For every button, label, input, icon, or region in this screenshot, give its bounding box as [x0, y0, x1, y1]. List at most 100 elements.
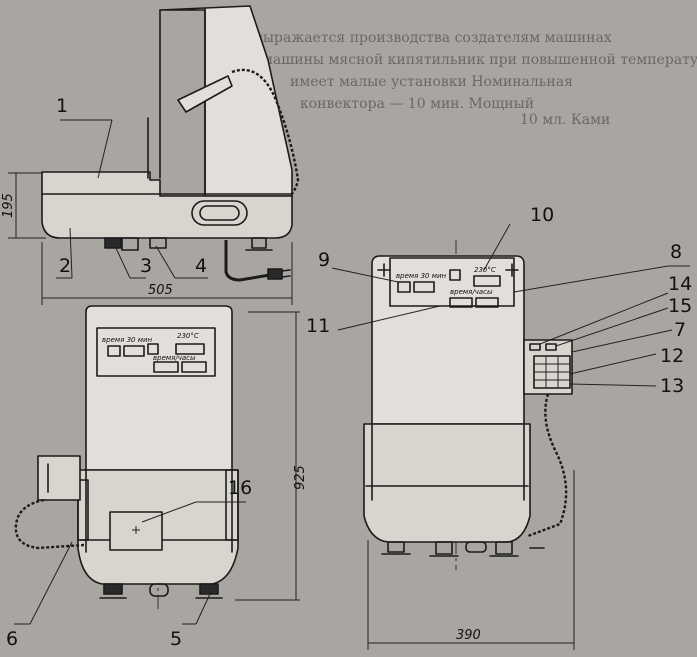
lower-body: [41, 171, 293, 239]
panel-label: время/часы: [450, 288, 493, 296]
background-text-line: конвектора — 10 мин. Мощный: [300, 96, 534, 112]
callout-3: 3: [140, 255, 152, 277]
leader-line: [555, 307, 669, 347]
side-view: 195 505: [1, 5, 300, 305]
background-text-line: выражается производства создателям машин…: [255, 30, 612, 46]
panel-button: [473, 275, 501, 287]
panel-button: [147, 343, 159, 355]
background-text-line: 10 мл. Ками: [520, 112, 610, 128]
panel-label: 230°С: [474, 266, 496, 274]
panel-label: 230°С: [177, 332, 199, 340]
power-plug: [267, 268, 283, 280]
foot: [149, 583, 169, 597]
leader-line: [483, 223, 511, 271]
panel-button: [475, 297, 499, 308]
leg: [121, 237, 139, 251]
panel-label: время/часы: [153, 354, 196, 362]
foot: [435, 541, 453, 555]
keypad-grid: [533, 355, 571, 389]
side-box: [37, 455, 81, 501]
front-cord: [14, 498, 85, 550]
callout-8: 8: [670, 241, 682, 263]
callout-6: 6: [6, 628, 18, 650]
leader-line: [337, 305, 441, 331]
foot: [465, 541, 487, 553]
right-control-panel: [389, 257, 515, 307]
callout-16: 16: [228, 477, 252, 499]
side-legs: [104, 237, 273, 251]
leader-line: [114, 245, 131, 279]
side-spout: [177, 75, 233, 113]
foot: [199, 583, 219, 595]
front-feet: [99, 583, 223, 599]
callout-1: 1: [56, 95, 68, 117]
dimension-height-side: 195: [1, 193, 16, 218]
foot: [495, 541, 513, 555]
keypad-key: [545, 343, 557, 351]
handle-window: [191, 200, 248, 226]
leader-line: [29, 541, 73, 625]
panel-button: [153, 361, 179, 373]
keypad-box: [523, 339, 573, 395]
plug-pin: [281, 275, 291, 278]
foot: [387, 541, 405, 553]
leg: [104, 237, 122, 249]
front-view: 925 время 30 мин 230°С время/часы: [6, 305, 308, 650]
power-cord-top: [231, 68, 300, 197]
side-handle: [225, 469, 239, 541]
leader-line: [569, 383, 657, 387]
panel-button: [413, 281, 435, 293]
panel-button: [123, 345, 145, 357]
leader-line: [571, 329, 673, 353]
front-control-panel: [96, 327, 216, 377]
background-text: выражается производства создателям машин…: [255, 30, 697, 128]
callout-14: 14: [668, 273, 692, 295]
right-front-view: 390 время 30 мин 230°С время/часы: [306, 204, 692, 650]
keypad-cord: [527, 393, 568, 538]
leg: [251, 237, 267, 249]
callout-10: 10: [530, 204, 554, 226]
background-text-line: машины мясной кипятильник при повышенной…: [262, 52, 697, 68]
leader-line: [331, 267, 399, 283]
leader-line: [69, 227, 73, 279]
right-feet: [381, 541, 545, 557]
right-lower-body: [363, 423, 531, 543]
callout-9: 9: [318, 249, 330, 271]
leg: [149, 237, 167, 249]
callout-4: 4: [195, 255, 207, 277]
keypad-key: [529, 343, 541, 351]
callout-12: 12: [660, 345, 684, 367]
leader-line: [141, 501, 197, 523]
panel-label: время 30 мин: [396, 272, 447, 280]
dimension-height-front: 925: [293, 465, 308, 490]
callout-11: 11: [306, 315, 330, 337]
leader-line: [513, 265, 669, 293]
dimension-width-right: 390: [456, 628, 481, 643]
callout-2: 2: [59, 255, 71, 277]
foot: [103, 583, 123, 595]
power-cord-bottom: [224, 240, 271, 282]
dimension-width-side: 505: [148, 283, 173, 298]
panel-button: [397, 281, 411, 293]
callout-7: 7: [674, 319, 686, 341]
leader-line: [97, 119, 113, 179]
leader-line: [155, 245, 176, 279]
callout-5: 5: [170, 628, 182, 650]
callout-13: 13: [660, 375, 684, 397]
plug-pin: [281, 269, 291, 272]
leader-line: [569, 353, 657, 375]
panel-button: [175, 343, 205, 355]
panel-label: время 30 мин: [102, 336, 153, 344]
front-upper-body: [85, 305, 233, 471]
handle-window-inner: [199, 205, 240, 221]
callout-15: 15: [668, 295, 692, 317]
side-handle: [77, 479, 89, 541]
panel-button: [107, 345, 121, 357]
background-text-line: имеет малые установки Номинальная: [290, 74, 573, 90]
panel-button: [449, 269, 461, 281]
panel-button: [181, 361, 207, 373]
panel-button: [449, 297, 473, 308]
leader-line: [195, 593, 211, 625]
leader-line: [539, 292, 669, 345]
